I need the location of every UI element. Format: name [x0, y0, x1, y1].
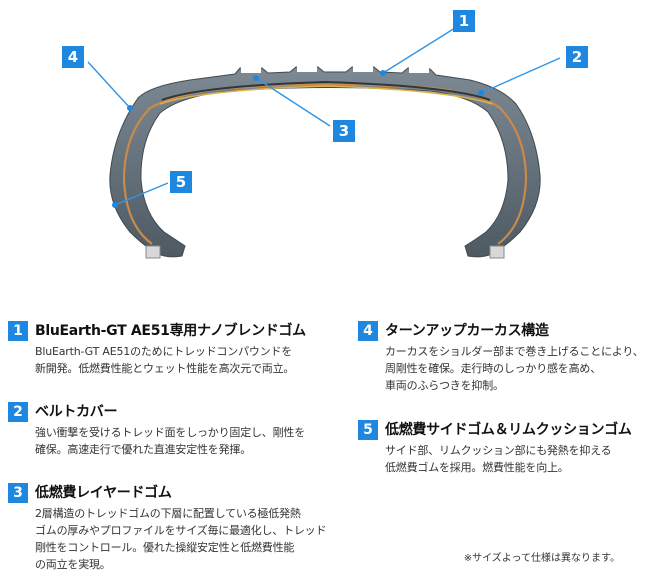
bead-right	[489, 245, 505, 259]
tire-cross-section-diagram	[87, 27, 561, 259]
feature-description: カーカスをショルダー部まで巻き上げることにより、 周剛性を確保。走行時のしっかり…	[385, 343, 644, 394]
feature-number-badge: 5	[358, 420, 378, 440]
feature-description-line: BluEarth-GT AE51のためにトレッドコンパウンドを	[35, 345, 293, 358]
feature-description: 2層構造のトレッドゴムの下層に配置している極低発熱 ゴムの厚みやプロファイルをサ…	[35, 505, 326, 573]
tread-grooves	[241, 66, 429, 73]
feature-description-line: の両立を実現。	[35, 558, 111, 571]
belt-layer	[159, 85, 493, 105]
feature-description-line: 剛性をコントロール。優れた操縦安定性と低燃費性能	[35, 541, 295, 554]
feature-description-line: サイド部、リムクッション部にも発熱を抑える	[385, 444, 612, 457]
feature-description-line: ゴムの厚みやプロファイルをサイズ毎に最適化し、トレッド	[35, 524, 327, 537]
feature-description-line: 確保。高速走行で優れた直進安定性を発揮。	[35, 443, 251, 456]
callout-badge-1: 1	[453, 10, 475, 32]
callout-badge-4: 4	[62, 46, 84, 68]
bead-left	[145, 245, 161, 259]
callout-badge-5: 5	[170, 171, 192, 193]
tread-groove	[353, 66, 373, 72]
feature-description-line: 低燃費ゴムを採用。燃費性能を向上。	[385, 461, 569, 474]
feature-title: 低燃費サイドゴム＆リムクッションゴム	[385, 422, 632, 438]
tread-groove	[297, 66, 317, 72]
callout-badge-3: 3	[333, 120, 355, 142]
feature-title: ターンアップカーカス構造	[385, 323, 549, 339]
tread-groove	[241, 67, 261, 73]
footnote: ※サイズよって仕様は異なります。	[463, 553, 620, 564]
carcass-ply-line	[122, 83, 528, 245]
feature-description: 強い衝撃を受けるトレッド面をしっかり固定し、剛性を 確保。高速走行で優れた直進安…	[35, 424, 305, 458]
feature-description: BluEarth-GT AE51のためにトレッドコンパウンドを 新開発。低燃費性…	[35, 343, 294, 377]
feature-description-line: 強い衝撃を受けるトレッド面をしっかり固定し、剛性を	[35, 426, 305, 439]
tire-body	[109, 66, 541, 258]
leader-dots	[112, 70, 484, 208]
leader-lines	[87, 27, 561, 206]
feature-description-line: 新開発。低燃費性能とウェット性能を高次元で両立。	[35, 362, 295, 375]
feature-description: サイド部、リムクッション部にも発熱を抑える 低燃費ゴムを採用。燃費性能を向上。	[385, 442, 612, 476]
tread-groove	[409, 67, 429, 73]
feature-description-line: 周剛性を確保。走行時のしっかり感を高め、	[385, 362, 601, 375]
feature-description-line: 2層構造のトレッドゴムの下層に配置している極低発熱	[35, 507, 301, 520]
feature-description-line: カーカスをショルダー部まで巻き上げることにより、	[385, 345, 644, 358]
feature-number-badge: 3	[8, 483, 28, 503]
feature-description-line: 車両のふらつきを抑制。	[385, 379, 504, 392]
feature-number-badge: 4	[358, 321, 378, 341]
feature-number-badge: 2	[8, 402, 28, 422]
feature-title: BluEarth-GT AE51専用ナノブレンドゴム	[35, 323, 306, 339]
belt-layer	[161, 80, 491, 101]
feature-title: ベルトカバー	[35, 404, 118, 420]
feature-title: 低燃費レイヤードゴム	[35, 485, 172, 501]
feature-number-badge: 1	[8, 321, 28, 341]
callout-badge-2: 2	[566, 46, 588, 68]
